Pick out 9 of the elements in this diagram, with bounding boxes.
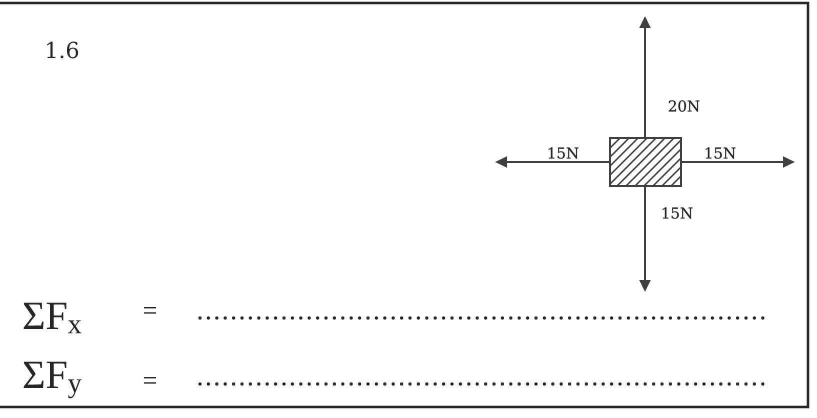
force-label: 20N	[668, 100, 700, 112]
equals-sign: =	[144, 307, 156, 314]
force-label: 15N	[548, 147, 578, 159]
force-label: 15N	[706, 147, 736, 159]
sum-label: ΣF$_{y}$	[24, 362, 82, 398]
problem-number: 1.6	[47, 42, 78, 58]
sum-label: ΣF$_{x}$	[24, 302, 82, 334]
force-label: 15N	[662, 207, 692, 219]
equals-sign: =	[144, 377, 156, 384]
